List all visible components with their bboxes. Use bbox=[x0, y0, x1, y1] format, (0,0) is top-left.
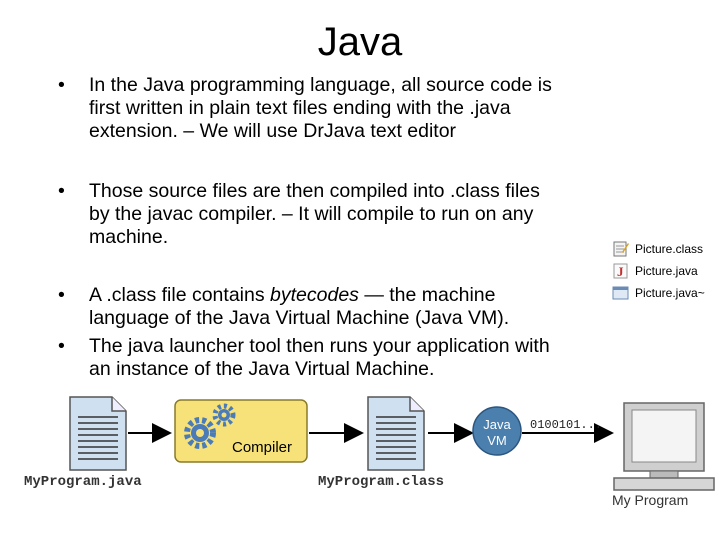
class-document-icon bbox=[367, 396, 425, 471]
compiler-label: Compiler bbox=[232, 439, 292, 456]
bullet-text: Those source files are then compiled int… bbox=[89, 180, 540, 248]
bullet-compiled: • Those source files are then compiled i… bbox=[58, 180, 658, 249]
file-list: Picture.class J Picture.java Picture.jav… bbox=[612, 238, 705, 304]
bullet-launcher: • The java launcher tool then runs your … bbox=[58, 335, 668, 381]
file-item-backup[interactable]: Picture.java~ bbox=[612, 282, 705, 304]
file-name: Picture.java bbox=[635, 264, 698, 278]
gear-icon bbox=[184, 403, 236, 449]
file-name: Picture.class bbox=[635, 242, 704, 256]
bullet-marker: • bbox=[58, 180, 65, 202]
bullet-bytecodes: • A .class file contains bytecodes — the… bbox=[58, 284, 613, 330]
bullet-marker: • bbox=[58, 74, 65, 96]
computer-icon bbox=[613, 402, 715, 491]
backup-file-icon bbox=[612, 286, 629, 300]
class-file-icon bbox=[613, 241, 629, 257]
binary-output: 0100101... bbox=[530, 418, 603, 432]
vm-label-java: Java bbox=[483, 417, 511, 432]
bullet-source-code: • In the Java programming language, all … bbox=[58, 74, 668, 143]
slide-title: Java bbox=[317, 20, 403, 64]
source-file-label: MyProgram.java bbox=[24, 474, 142, 490]
computer-label: My Program bbox=[612, 492, 689, 508]
vm-label-vm: VM bbox=[487, 433, 507, 448]
source-document-icon bbox=[69, 396, 127, 471]
svg-text:J: J bbox=[617, 264, 624, 279]
emphasis-bytecodes: bytecodes bbox=[270, 284, 359, 306]
bullet-text: The java launcher tool then runs your ap… bbox=[89, 335, 550, 380]
class-file-label: MyProgram.class bbox=[318, 474, 445, 490]
bullet-marker: • bbox=[58, 284, 65, 306]
bullet-marker: • bbox=[58, 335, 65, 357]
java-vm-badge: Java VM bbox=[472, 406, 522, 456]
bullet-text: A .class file contains bytecodes — the m… bbox=[89, 284, 510, 329]
java-file-icon: J bbox=[613, 263, 628, 279]
file-item-java[interactable]: J Picture.java bbox=[612, 260, 705, 282]
compiler-box: Compiler bbox=[174, 399, 308, 463]
compilation-diagram: Compiler Java VM bbox=[69, 396, 715, 491]
file-item-class[interactable]: Picture.class bbox=[612, 238, 705, 260]
bullet-text: In the Java programming language, all so… bbox=[89, 74, 552, 142]
file-name: Picture.java~ bbox=[635, 286, 705, 300]
